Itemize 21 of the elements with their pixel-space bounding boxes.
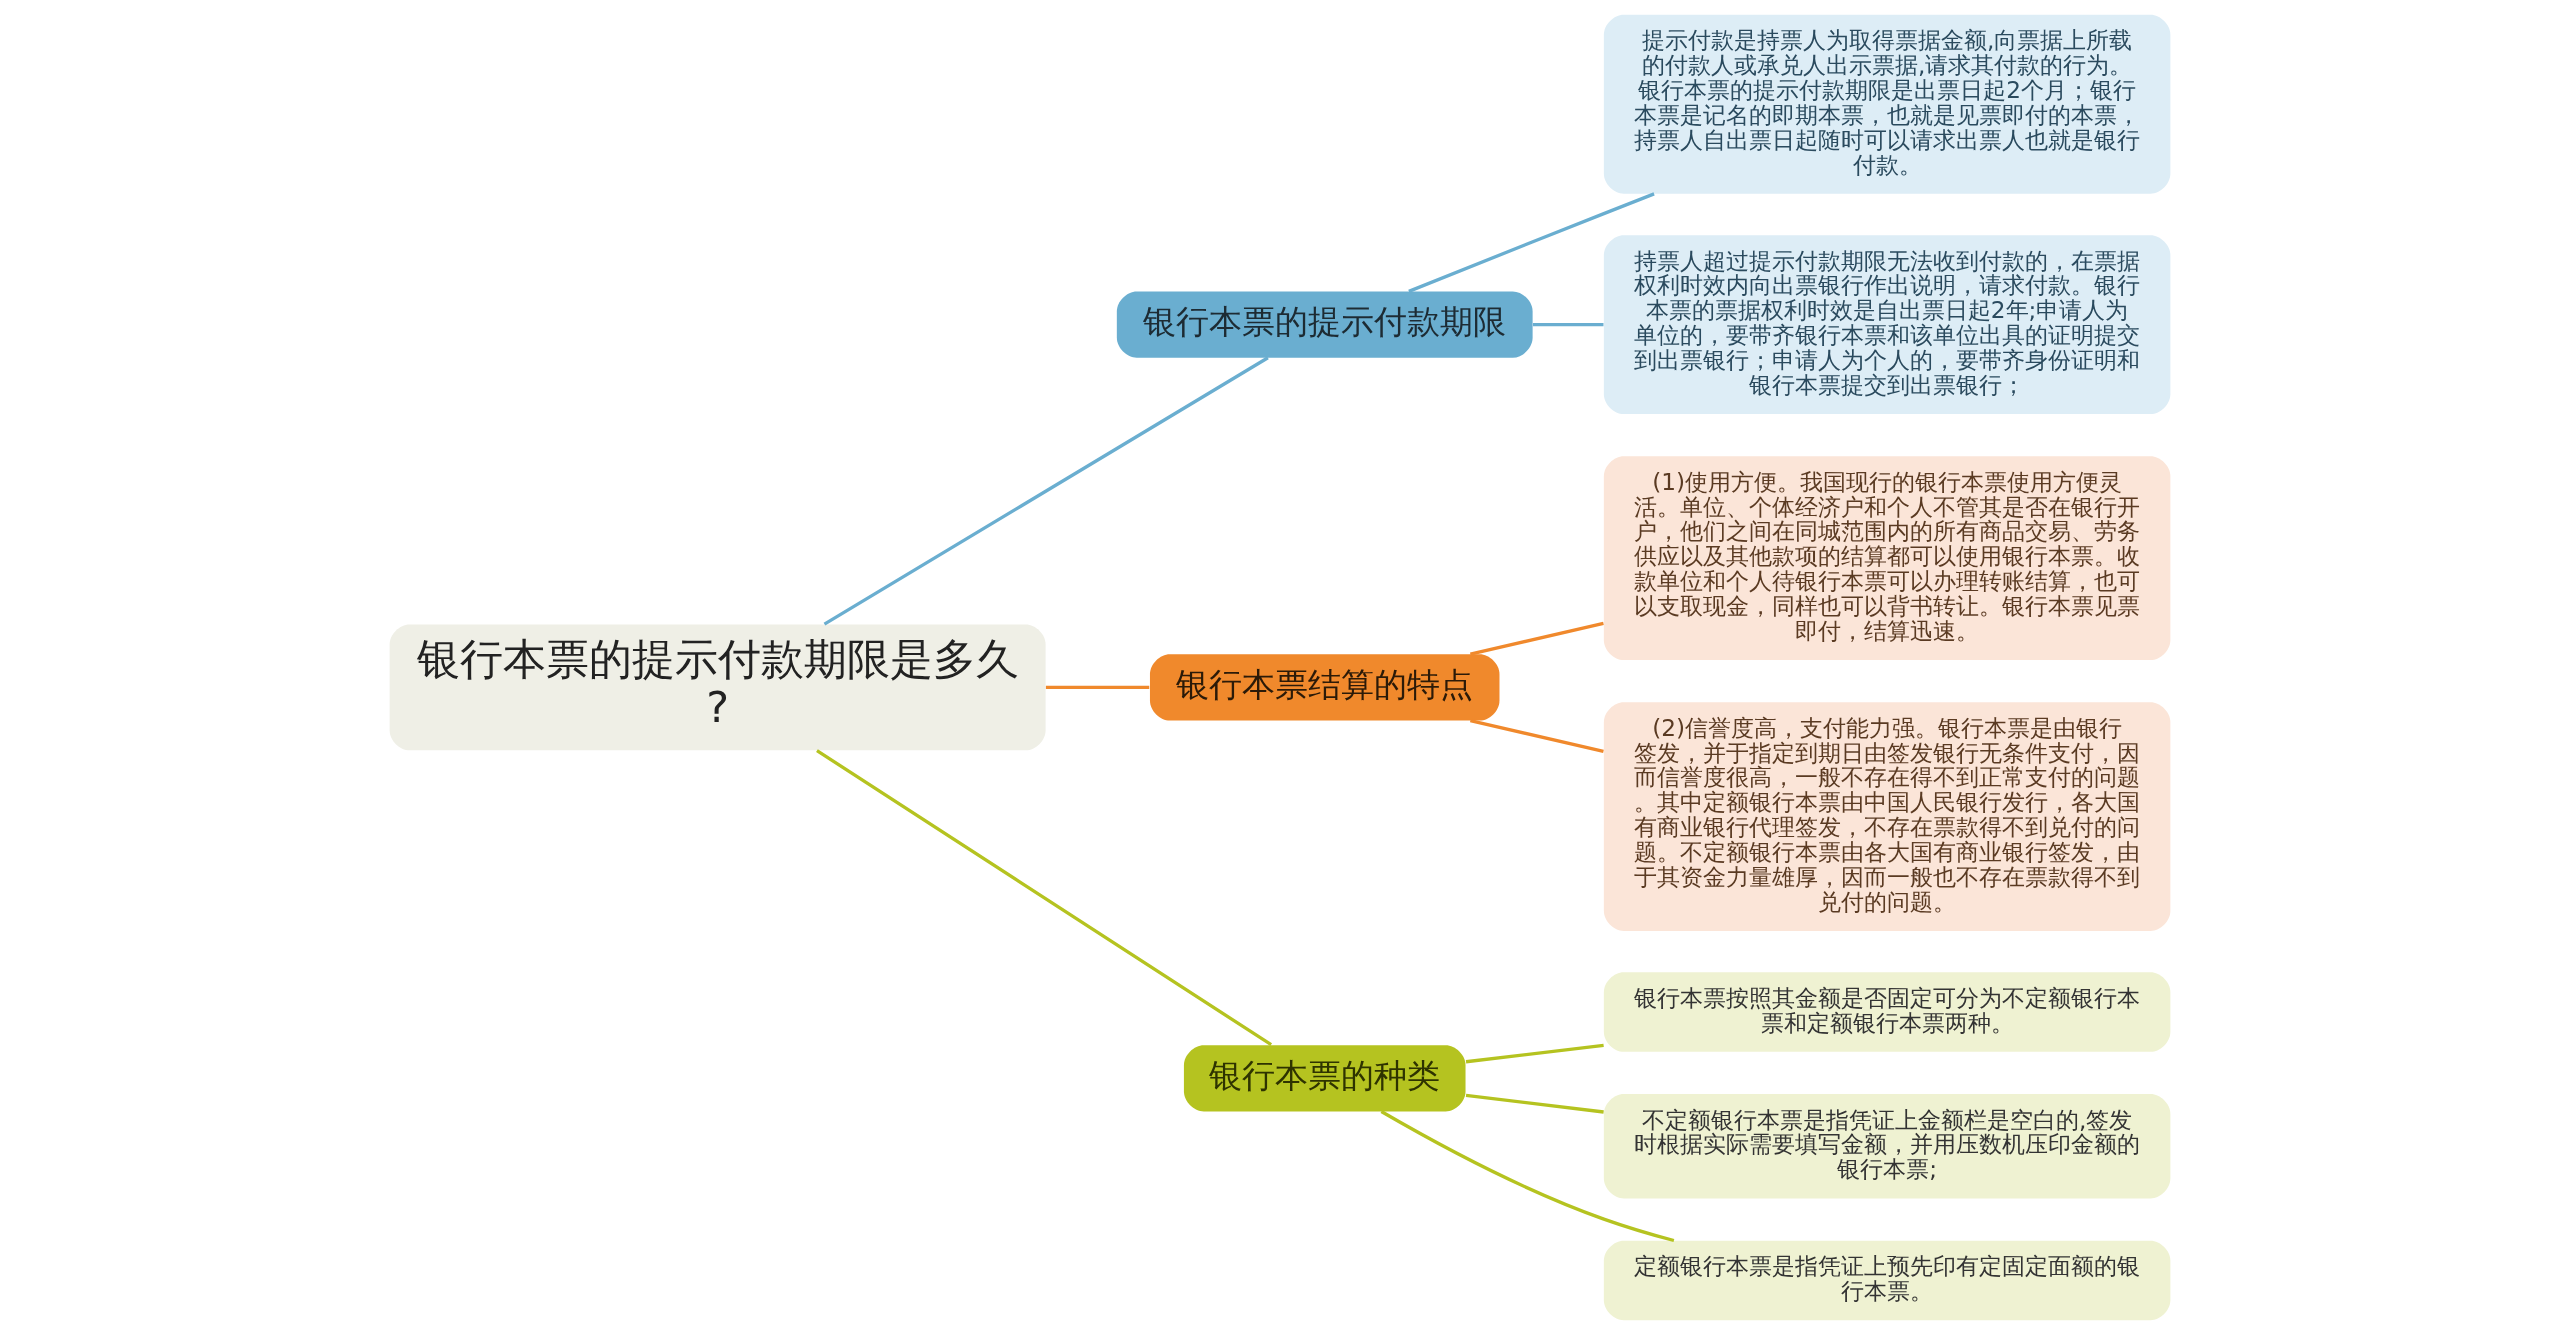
connector [1380, 1110, 1675, 1243]
node-box: (2)信誉度高，支付能力强。银行本票是由银行签发，并于指定到期日由签发银行无条件支付，因而信誉度很高，一般不存在得不到正常支付的问题。其中定额银行本票由中国人民银行发行，各大国有商业银行代理签发，不存在票款得不到兑付的问题。不定额银行本票由各大国有商业银行签发，由于其资金力量雄厚，因而一般也不存在票款得不到兑付的问题。 [1603, 702, 2171, 931]
node-box: 银行本票的提示付款期限 [1116, 291, 1533, 358]
node-box: 提示付款是持票人为取得票据金额,向票据上所载的付款人或承兑人出示票据,请求其付款的行为。银行本票的提示付款期限是出票日起2个月；银行本票是记名的即期本票，也就是见票即付的本票，持票人自出票日起随时可以请求出票人也就是银行付款。 [1603, 14, 2171, 194]
node-box: 不定额银行本票是指凭证上金额栏是空白的,签发时根据实际需要填写金额，并用压数机压印金额的银行本票; [1603, 1094, 2171, 1199]
connector [1408, 192, 1655, 293]
connector [816, 749, 1273, 1047]
node-box: 银行本票的种类 [1183, 1045, 1466, 1112]
connector [1465, 1093, 1604, 1114]
connector [1045, 685, 1150, 690]
node-box: 银行本票按照其金额是否固定可分为不定额银行本票和定额银行本票两种。 [1603, 972, 2171, 1052]
node-box: (1)使用方便。我国现行的银行本票使用方便灵活。单位、个体经济户和个人不管其是否在银行开户，他们之间在同城范围内的所有商品交易、劳务供应以及其他款项的结算都可以使用银行本票。收款单位和个人待银行本票可以办理转账结算，也可以支取现金，同样也可以背书转让。银行本票见票即付，结算迅速。 [1603, 456, 2171, 661]
connector [1465, 1043, 1604, 1064]
node-box: 定额银行本票是指凭证上预先印有定固定面额的银行本票。 [1603, 1240, 2171, 1321]
connector [1532, 322, 1604, 327]
connector [1469, 719, 1604, 754]
connector [823, 356, 1269, 626]
node-box: 银行本票结算的特点 [1149, 654, 1500, 721]
node-box: 银行本票的提示付款期限是多久? [389, 624, 1046, 751]
node-box: 持票人超过提示付款期限无法收到付款的，在票据权利时效内向出票银行作出说明，请求付款。银行本票的票据权利时效是自出票日起2年;申请人为单位的，要带齐银行本票和该单位出具的证明提交到出票银行；申请人为个人的，要带齐身份证明和银行本票提交到出票银行； [1603, 235, 2171, 415]
connector [1469, 621, 1604, 656]
